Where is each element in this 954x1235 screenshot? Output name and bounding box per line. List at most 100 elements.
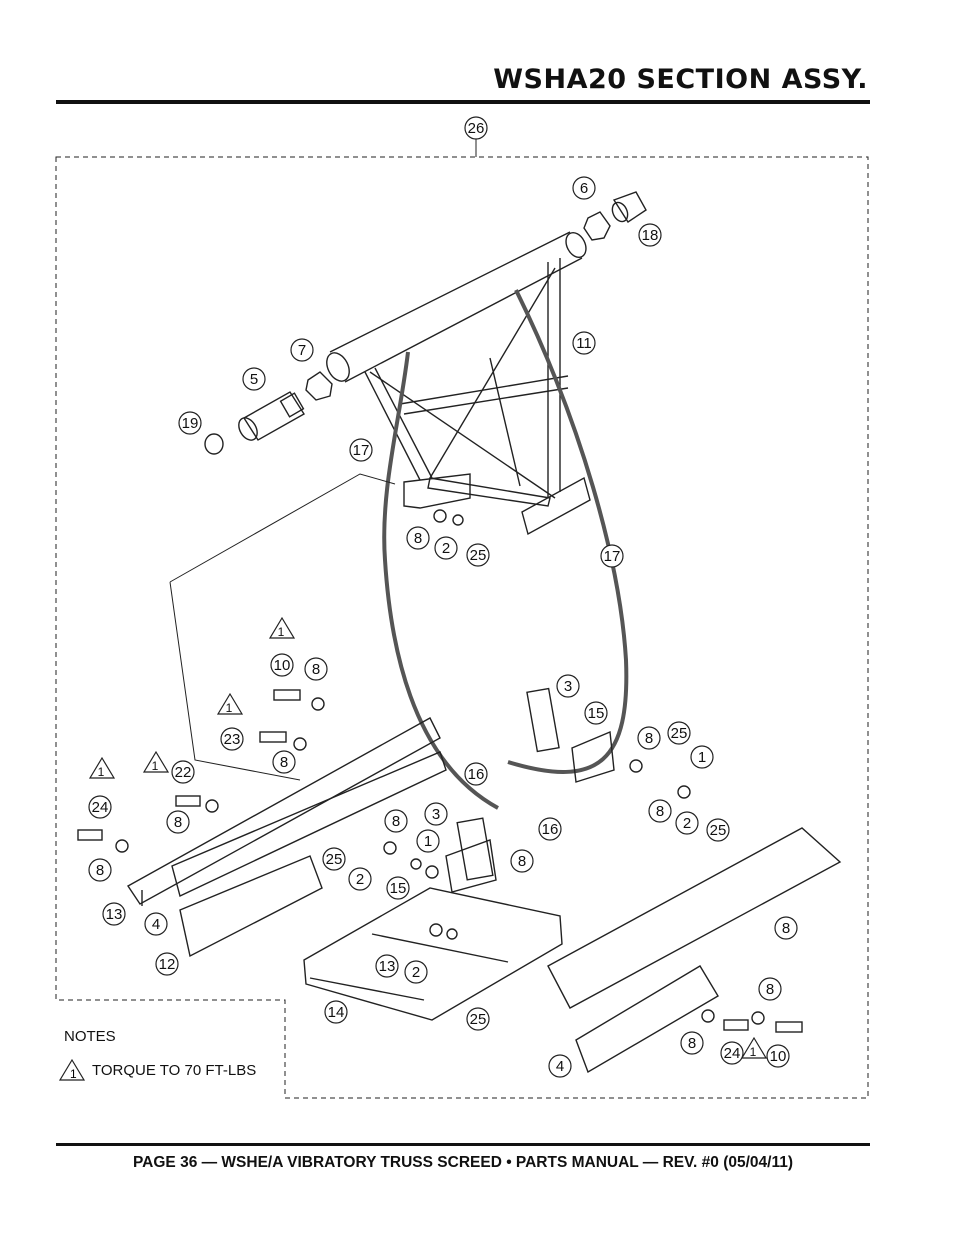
torque-marker: 1 bbox=[268, 616, 296, 639]
callout-8: 8 bbox=[304, 657, 328, 681]
bracket-15-lower bbox=[445, 839, 497, 893]
torque-note-marker: 1 bbox=[58, 1058, 86, 1081]
bolt-24-right bbox=[723, 1019, 749, 1031]
svg-text:6: 6 bbox=[580, 180, 588, 197]
svg-text:8: 8 bbox=[280, 754, 288, 771]
svg-text:25: 25 bbox=[671, 725, 688, 742]
callout-5: 5 bbox=[242, 367, 266, 391]
callout-17: 17 bbox=[600, 544, 624, 568]
callout-25: 25 bbox=[322, 847, 346, 871]
callout-4: 4 bbox=[144, 912, 168, 936]
svg-text:25: 25 bbox=[326, 851, 343, 868]
svg-text:24: 24 bbox=[92, 799, 109, 816]
callout-1: 1 bbox=[690, 745, 714, 769]
svg-text:1: 1 bbox=[750, 1045, 757, 1059]
svg-text:2: 2 bbox=[412, 964, 420, 981]
truss-frame bbox=[364, 258, 569, 499]
callout-8: 8 bbox=[88, 858, 112, 882]
svg-text:1: 1 bbox=[424, 833, 432, 850]
assembly-boundary bbox=[55, 156, 869, 1099]
svg-text:1: 1 bbox=[98, 765, 105, 779]
callout-24: 24 bbox=[720, 1041, 744, 1065]
callout-8: 8 bbox=[272, 750, 296, 774]
svg-text:5: 5 bbox=[250, 371, 258, 388]
svg-text:25: 25 bbox=[470, 547, 487, 564]
svg-text:3: 3 bbox=[564, 678, 572, 695]
base-plates bbox=[403, 473, 591, 536]
bolt-23 bbox=[259, 731, 287, 743]
callout-6: 6 bbox=[572, 176, 596, 200]
svg-text:1: 1 bbox=[226, 701, 233, 715]
svg-text:7: 7 bbox=[298, 342, 306, 359]
callout-3: 3 bbox=[424, 802, 448, 826]
torque-marker: 1 bbox=[88, 756, 116, 779]
svg-text:2: 2 bbox=[442, 540, 450, 557]
svg-text:17: 17 bbox=[604, 548, 621, 565]
svg-text:4: 4 bbox=[152, 916, 160, 933]
hose-right bbox=[507, 289, 629, 774]
svg-text:15: 15 bbox=[588, 705, 605, 722]
svg-text:17: 17 bbox=[353, 442, 370, 459]
svg-text:23: 23 bbox=[224, 731, 241, 748]
callout-1: 1 bbox=[416, 829, 440, 853]
callout-24: 24 bbox=[88, 795, 112, 819]
callout-2: 2 bbox=[675, 811, 699, 835]
svg-text:4: 4 bbox=[556, 1058, 564, 1075]
bolt-10-upper bbox=[273, 689, 301, 701]
torque-marker: 1 bbox=[740, 1036, 768, 1059]
callout-13: 13 bbox=[102, 902, 126, 926]
callout-23: 23 bbox=[220, 727, 244, 751]
svg-text:8: 8 bbox=[656, 803, 664, 820]
svg-text:13: 13 bbox=[106, 906, 123, 923]
callout-8: 8 bbox=[166, 810, 190, 834]
callout-8: 8 bbox=[510, 849, 534, 873]
svg-text:25: 25 bbox=[710, 822, 727, 839]
callout-25: 25 bbox=[667, 721, 691, 745]
svg-text:3: 3 bbox=[432, 806, 440, 823]
svg-text:11: 11 bbox=[576, 335, 592, 352]
svg-text:15: 15 bbox=[390, 880, 407, 897]
svg-text:24: 24 bbox=[724, 1045, 741, 1062]
channel-14 bbox=[303, 887, 563, 1021]
svg-text:8: 8 bbox=[392, 813, 400, 830]
callout-17: 17 bbox=[349, 438, 373, 462]
svg-text:1: 1 bbox=[152, 759, 159, 773]
svg-text:8: 8 bbox=[174, 814, 182, 831]
plate-outline bbox=[169, 473, 396, 781]
callout-10: 10 bbox=[766, 1044, 790, 1068]
svg-text:2: 2 bbox=[356, 871, 364, 888]
callout-2: 2 bbox=[404, 960, 428, 984]
svg-text:1: 1 bbox=[278, 625, 285, 639]
svg-text:10: 10 bbox=[770, 1048, 787, 1065]
svg-text:14: 14 bbox=[328, 1004, 345, 1021]
svg-text:12: 12 bbox=[159, 956, 176, 973]
callout-8: 8 bbox=[774, 916, 798, 940]
svg-text:26: 26 bbox=[468, 120, 485, 137]
bolt-22 bbox=[175, 795, 201, 807]
bolt-24-left bbox=[77, 829, 103, 841]
svg-text:13: 13 bbox=[379, 958, 396, 975]
callout-4: 4 bbox=[548, 1054, 572, 1078]
svg-text:1: 1 bbox=[698, 749, 706, 766]
callout-3: 3 bbox=[556, 674, 580, 698]
rail-13-a bbox=[126, 717, 441, 906]
callout-8: 8 bbox=[637, 726, 661, 750]
svg-text:8: 8 bbox=[312, 661, 320, 678]
callout-14: 14 bbox=[324, 1000, 348, 1024]
svg-text:2: 2 bbox=[683, 815, 691, 832]
callout-19: 19 bbox=[178, 411, 202, 435]
svg-text:16: 16 bbox=[542, 821, 559, 838]
rail-12 bbox=[547, 827, 842, 1009]
bracket-15-upper bbox=[571, 730, 615, 783]
svg-text:8: 8 bbox=[766, 981, 774, 998]
callout-18: 18 bbox=[638, 223, 662, 247]
svg-text:10: 10 bbox=[274, 657, 291, 674]
svg-text:8: 8 bbox=[782, 920, 790, 937]
svg-text:8: 8 bbox=[96, 862, 104, 879]
callout-25: 25 bbox=[706, 818, 730, 842]
nut-6-cap-18 bbox=[583, 191, 647, 241]
page-title: WSHA20 SECTION ASSY. bbox=[493, 64, 868, 95]
callout-7: 7 bbox=[290, 338, 314, 362]
callout-15: 15 bbox=[584, 701, 608, 725]
